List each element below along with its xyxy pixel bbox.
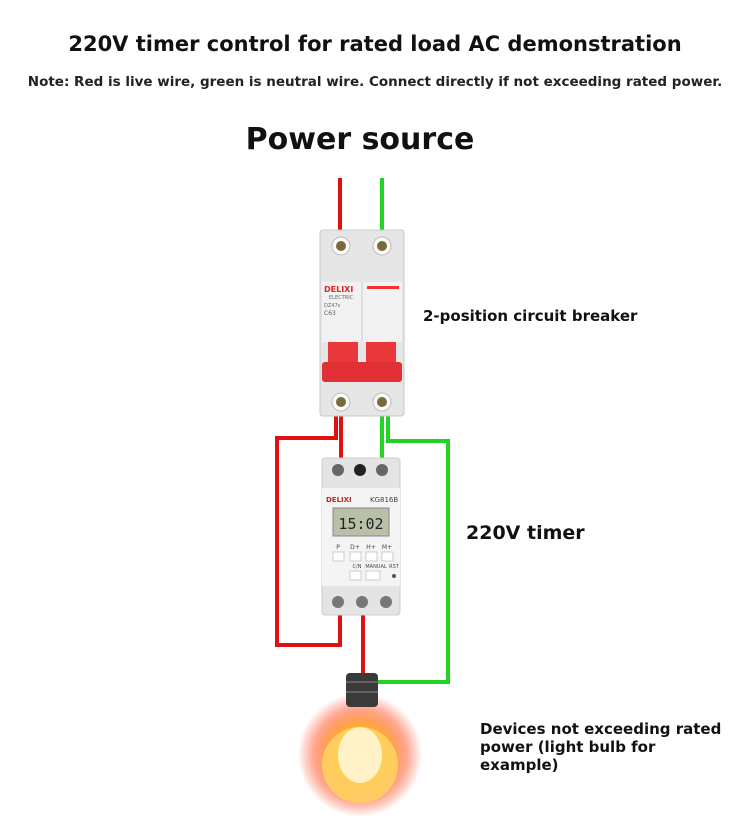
- timer-display: 15:02: [338, 515, 383, 533]
- button-manual: [365, 570, 381, 581]
- breaker-model: DZ47s: [324, 303, 341, 309]
- power-source-label: Power source: [245, 122, 475, 157]
- button-label-h: H+: [366, 544, 376, 551]
- diagram-title: 220V timer control for rated load AC dem…: [68, 32, 682, 56]
- timer-label: 220V timer: [466, 522, 585, 544]
- wiring-note: Note: Red is live wire, green is neutral…: [27, 74, 723, 90]
- button-d: [349, 551, 362, 562]
- device-label: Devices not exceeding rated power (light…: [480, 720, 722, 774]
- button-p: [332, 551, 345, 562]
- button-label-m: M+: [382, 544, 392, 551]
- button-label-rst: RST: [389, 564, 400, 570]
- breaker-sub: ELECTRIC: [329, 295, 354, 301]
- timer-brand: DELIXI: [326, 496, 352, 504]
- button-label-d: D+: [350, 544, 360, 551]
- button-rst: [392, 574, 396, 578]
- timer-device: DELIXI KG816B 15:02 P D+ H+ M+ C/N MANUA…: [321, 457, 401, 616]
- button-label-manual: MANUAL: [365, 564, 387, 570]
- button-h: [365, 551, 378, 562]
- breaker-brand: DELIXI: [324, 285, 353, 294]
- light-bulb: [298, 673, 422, 817]
- button-label-p: P: [336, 544, 340, 551]
- circuit-breaker: DELIXI ELECTRIC DZ47s C63: [319, 229, 405, 417]
- breaker-rating: C63: [324, 310, 336, 317]
- button-cn: [349, 570, 362, 581]
- button-label-cn: C/N: [353, 564, 362, 570]
- button-m: [381, 551, 394, 562]
- timer-model: KG816B: [370, 496, 398, 504]
- breaker-label: 2-position circuit breaker: [423, 307, 638, 325]
